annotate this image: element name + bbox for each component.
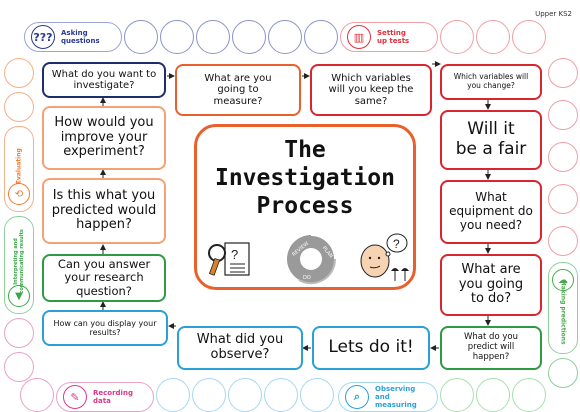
stage-interpreting: ▼ Interpreting and communicating results [4, 216, 34, 314]
center-panel: The Investigation Process ? REVIEW PLAN … [194, 124, 416, 290]
step-predict: What do you predict will happen? [440, 326, 542, 370]
ring-circle [512, 378, 546, 412]
ring-circle [548, 358, 578, 388]
stage-evaluating: ⟲ Evaluating [4, 126, 34, 212]
step-display: How can you display your results? [42, 310, 168, 346]
ring-circle [304, 20, 338, 54]
question-marks-icon: ??? [31, 25, 55, 49]
cycle-label-do: DO [303, 275, 311, 281]
stage-recording-label: Recording data [93, 389, 133, 405]
stage-observing-label: Observing and measuring [375, 385, 417, 409]
magnifier-icon: ⌕ [345, 385, 369, 409]
ring-circle [548, 58, 578, 88]
stage-making-predictions: ☁ Making predictions [548, 262, 578, 354]
title-line-3: Process [256, 193, 354, 219]
svg-text:?: ? [231, 247, 238, 262]
ring-circle [268, 20, 302, 54]
step-fair: Will it be a fair [440, 110, 542, 170]
ring-circle [548, 226, 578, 256]
ring-circle [548, 184, 578, 214]
ring-circle [156, 378, 190, 412]
ring-circle [440, 378, 474, 412]
step-investigate: What do you want to investigate? [42, 62, 166, 98]
step-research: Can you answer your research question? [42, 254, 166, 302]
step-going-to-do: What are you going to do? [440, 254, 542, 316]
title-line-2: Investigation [214, 165, 395, 191]
ring-circle [228, 378, 262, 412]
step-change: Which variables will you change? [440, 64, 542, 100]
beaker-icon: ▥ [347, 25, 371, 49]
step-equipment: What equipment do you need? [440, 180, 542, 244]
step-keep-same: Which variables will you keep the same? [310, 64, 432, 116]
review-plan-do-cycle-icon: REVIEW PLAN DO [287, 234, 337, 285]
step-do-it: Lets do it! [312, 326, 430, 370]
stage-setting-up-label: Setting up tests [377, 29, 410, 45]
ring-circle [160, 20, 194, 54]
ring-circle [4, 92, 34, 122]
ring-circle [512, 20, 546, 54]
step-predicted: Is this what you predicted would happen? [42, 178, 166, 244]
ring-circle [4, 58, 34, 88]
ring-circle [300, 378, 334, 412]
ring-circle [4, 318, 34, 348]
ring-circle [440, 20, 474, 54]
ring-circle [196, 20, 230, 54]
title-line-1: The [284, 137, 326, 163]
ring-circle [232, 20, 266, 54]
ring-circle [548, 142, 578, 172]
funnel-icon: ▼ [8, 285, 30, 307]
ring-circle [548, 100, 578, 130]
svg-text:?: ? [393, 237, 400, 251]
step-observe: What did you observe? [177, 326, 303, 370]
ring-circle [124, 20, 158, 54]
cycle-arrows-icon: ⟲ [8, 183, 30, 205]
step-measure: What are you going to measure? [175, 64, 301, 116]
stage-asking-questions: ??? Asking questions [24, 22, 122, 52]
magnifier-question-icon: ? [208, 242, 250, 276]
pencil-icon: ✎ [63, 385, 87, 409]
brain-icon: ☁ [552, 269, 574, 291]
stage-setting-up-tests: ▥ Setting up tests [340, 22, 438, 52]
ring-circle [4, 352, 34, 382]
corner-label: Upper KS2 [535, 10, 572, 18]
step-improve: How would you improve your experiment? [42, 106, 166, 170]
stage-asking-label: Asking questions [61, 29, 100, 45]
stage-observing-measuring: ⌕ Observing and measuring [338, 382, 438, 412]
ring-circle [476, 20, 510, 54]
thinking-face-icon: ? [360, 233, 409, 281]
